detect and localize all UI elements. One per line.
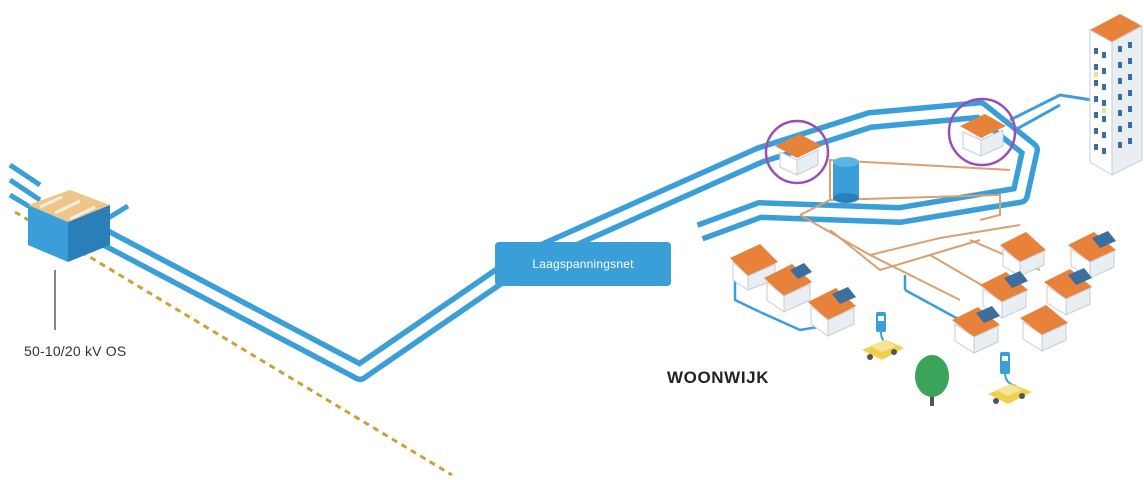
house-icon xyxy=(980,271,1028,319)
highlight-circle xyxy=(764,119,830,185)
storage-tank-icon xyxy=(833,157,859,203)
main-cable xyxy=(95,100,1040,382)
car-icon xyxy=(862,340,904,360)
district-label: WOONWIJK xyxy=(667,368,770,387)
ev-charger-icon xyxy=(876,312,891,346)
house-icon xyxy=(1000,232,1046,277)
houses xyxy=(730,231,1116,354)
apartment-feed xyxy=(1009,93,1093,132)
tree-icon xyxy=(915,355,949,406)
house-icon xyxy=(1068,231,1116,279)
transformer-icon xyxy=(775,134,822,176)
house-icon xyxy=(1020,305,1068,352)
house-icon xyxy=(952,306,1000,354)
apartment-building-icon xyxy=(1089,14,1143,176)
house-icon xyxy=(730,244,778,291)
ev-charger-icon xyxy=(1000,352,1017,387)
network-label: Laagspanningsnet xyxy=(495,242,671,286)
house-icon xyxy=(808,287,856,337)
car-icon xyxy=(988,384,1032,404)
house-icon xyxy=(764,263,812,313)
substation-label: 50-10/20 kV OS xyxy=(24,343,127,359)
substation-icon xyxy=(28,190,110,262)
transformer-icon xyxy=(960,114,1006,157)
house-icon xyxy=(1044,268,1092,316)
dashed-cable xyxy=(14,210,453,477)
highlight-circle xyxy=(947,97,1017,167)
